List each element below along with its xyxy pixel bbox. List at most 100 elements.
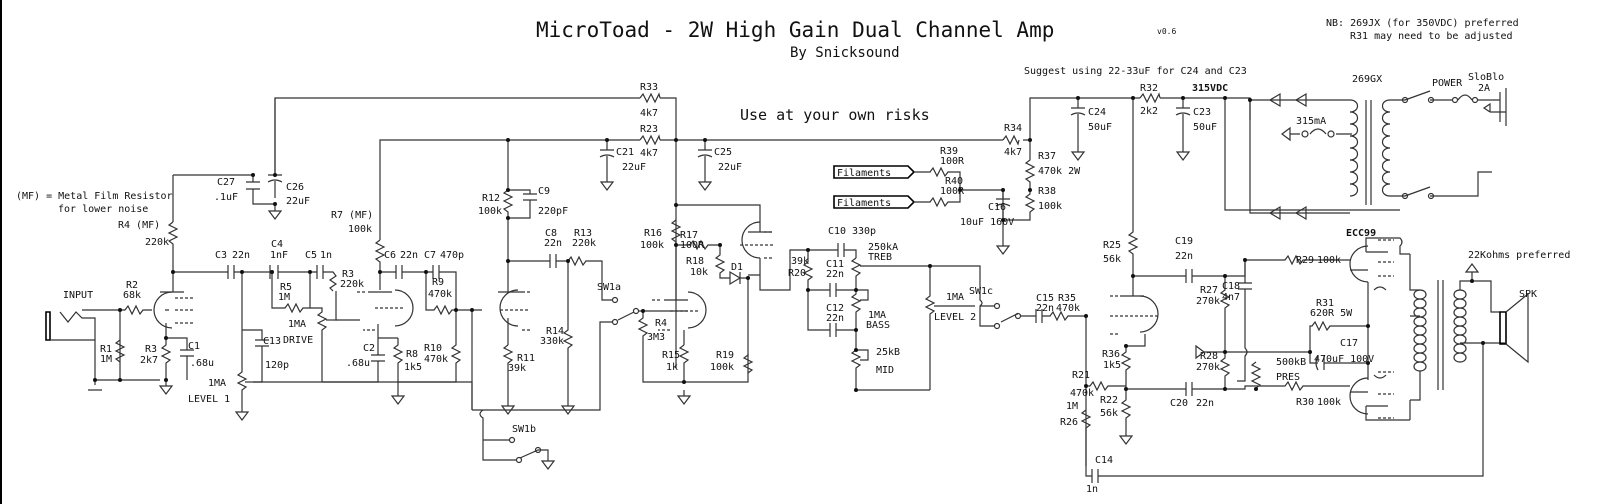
ot-note: 22Kohms preferred xyxy=(1468,250,1570,261)
d1-diode xyxy=(729,270,749,355)
sw1a-switch[interactable] xyxy=(472,282,640,411)
r36-value: 1k5 xyxy=(1103,360,1121,371)
ac-plug-icon xyxy=(1482,88,1507,126)
c21-ref: C21 xyxy=(616,147,634,158)
r25-ref: R25 xyxy=(1103,240,1121,251)
c4-ref: C4 xyxy=(271,239,283,250)
r20-ref: R20 xyxy=(788,268,806,279)
transformer-269gx xyxy=(1349,99,1405,205)
r36-ref: R36 xyxy=(1102,349,1120,360)
sw1c-label: SW1c xyxy=(969,286,993,297)
drive-pot[interactable] xyxy=(310,307,337,382)
v2b-tube xyxy=(650,219,707,345)
d1-ref: D1 xyxy=(731,262,743,273)
input-label: INPUT xyxy=(63,290,93,301)
r27-ref: R27 xyxy=(1200,285,1218,296)
r38-value: 100k xyxy=(1038,201,1062,212)
c8-value: 22n xyxy=(544,238,562,249)
ecc99-power-tube-a xyxy=(1349,237,1410,326)
r11-resistor xyxy=(502,344,514,400)
sw1b-switch[interactable] xyxy=(479,409,549,464)
c7-ref: C7 xyxy=(424,250,436,261)
r15-r19-resistors xyxy=(678,344,754,383)
r3b-ref: R3 xyxy=(145,344,157,355)
c10-capacitor xyxy=(837,243,845,257)
mid-pot[interactable] xyxy=(850,330,930,391)
b-plus-rail-2 xyxy=(379,97,1400,240)
c3-value: 22n xyxy=(232,250,250,261)
c1-value: .68u xyxy=(190,358,214,369)
r32-value: 2k2 xyxy=(1140,106,1158,117)
r21-ref: R21 xyxy=(1072,370,1090,381)
r9-value: 470k xyxy=(428,289,452,300)
bass-pot[interactable] xyxy=(850,289,869,330)
c8-r13-chain xyxy=(508,255,603,282)
r39-ref: R39 xyxy=(940,146,958,157)
r26-c14-feedback xyxy=(1080,409,1440,477)
v1b-tube xyxy=(355,239,414,338)
r10-ref: R10 xyxy=(424,343,442,354)
sw1c-switch[interactable] xyxy=(930,265,1022,330)
r4-value: 3M3 xyxy=(647,332,665,343)
pres-pot[interactable] xyxy=(1250,361,1262,389)
filaments-label-2: Filaments xyxy=(837,198,891,209)
r38-ref: R38 xyxy=(1038,186,1056,197)
level2-pot-value: 1MA xyxy=(946,292,964,303)
r12-ref: R12 xyxy=(482,193,500,204)
c23-capacitor xyxy=(1175,98,1191,161)
r35-ref: R35 xyxy=(1058,293,1076,304)
r13-ref: R13 xyxy=(574,228,592,239)
c13-branch xyxy=(241,272,269,383)
r18-value: 10k xyxy=(690,267,708,278)
r38-resistor xyxy=(960,189,1036,240)
r23-resistor xyxy=(639,134,661,146)
fuse-main-rating: 2A xyxy=(1478,83,1490,94)
r33-value: 4k7 xyxy=(640,108,658,119)
filaments-label-1: Filaments xyxy=(837,168,891,179)
c17-ref: C17 xyxy=(1340,338,1358,349)
r34-value: 4k7 xyxy=(1004,147,1022,158)
c13-value: 120p xyxy=(265,360,289,371)
r4-resistor xyxy=(637,311,686,383)
r3-c1-cathode xyxy=(160,337,194,380)
v1a-tube xyxy=(153,221,193,338)
c10-ref: C10 xyxy=(828,226,846,237)
r12-value: 100k xyxy=(478,206,502,217)
c19-capacitor xyxy=(1185,269,1193,283)
nb-note-2: R31 may need to be adjusted xyxy=(1350,31,1513,42)
r10-value: 470k xyxy=(424,354,448,365)
c26-value: 22uF xyxy=(286,196,310,207)
r5-resistor xyxy=(271,272,311,314)
treb-pot-value: 250kA xyxy=(868,242,898,253)
r40-ref: R40 xyxy=(945,176,963,187)
level1-pot[interactable] xyxy=(235,340,253,421)
c18-value: 4n7 xyxy=(1222,292,1240,303)
r17-r18-chain xyxy=(676,239,730,279)
r37-resistor xyxy=(1024,140,1036,190)
c9-value: 220pF xyxy=(538,206,568,217)
supply-voltage-label: 315VDC xyxy=(1192,83,1228,94)
c8-ref: C8 xyxy=(545,228,557,239)
fuse-315ma-label: 315mA xyxy=(1296,116,1326,127)
v3b-phase-inverter-tube xyxy=(1108,98,1160,347)
r8-ref: R8 xyxy=(406,349,418,360)
c13-ref: C13 xyxy=(263,336,281,347)
mf-note-1: (MF) = Metal Film Resistor xyxy=(16,191,173,202)
r2-ref: R2 xyxy=(126,280,138,291)
r5-value: 1M xyxy=(278,292,290,303)
r18-ref: R18 xyxy=(686,256,704,267)
mid-pot-name: MID xyxy=(876,365,894,376)
r3-value: 220k xyxy=(340,279,364,290)
ecc99-power-tube-b xyxy=(1349,326,1410,421)
fuse-main xyxy=(1445,94,1492,104)
r22-value: 56k xyxy=(1100,408,1118,419)
treb-pot[interactable] xyxy=(850,257,930,290)
level2-pot[interactable] xyxy=(924,266,975,390)
c21-value: 22uF xyxy=(622,162,646,173)
c24-value: 50uF xyxy=(1088,122,1112,133)
sw1b-label: SW1b xyxy=(512,424,536,435)
author: By Snicksound xyxy=(790,45,900,61)
c9-ref: C9 xyxy=(538,186,550,197)
power-switch[interactable] xyxy=(1401,90,1493,200)
input-jack-icon[interactable] xyxy=(45,311,96,341)
